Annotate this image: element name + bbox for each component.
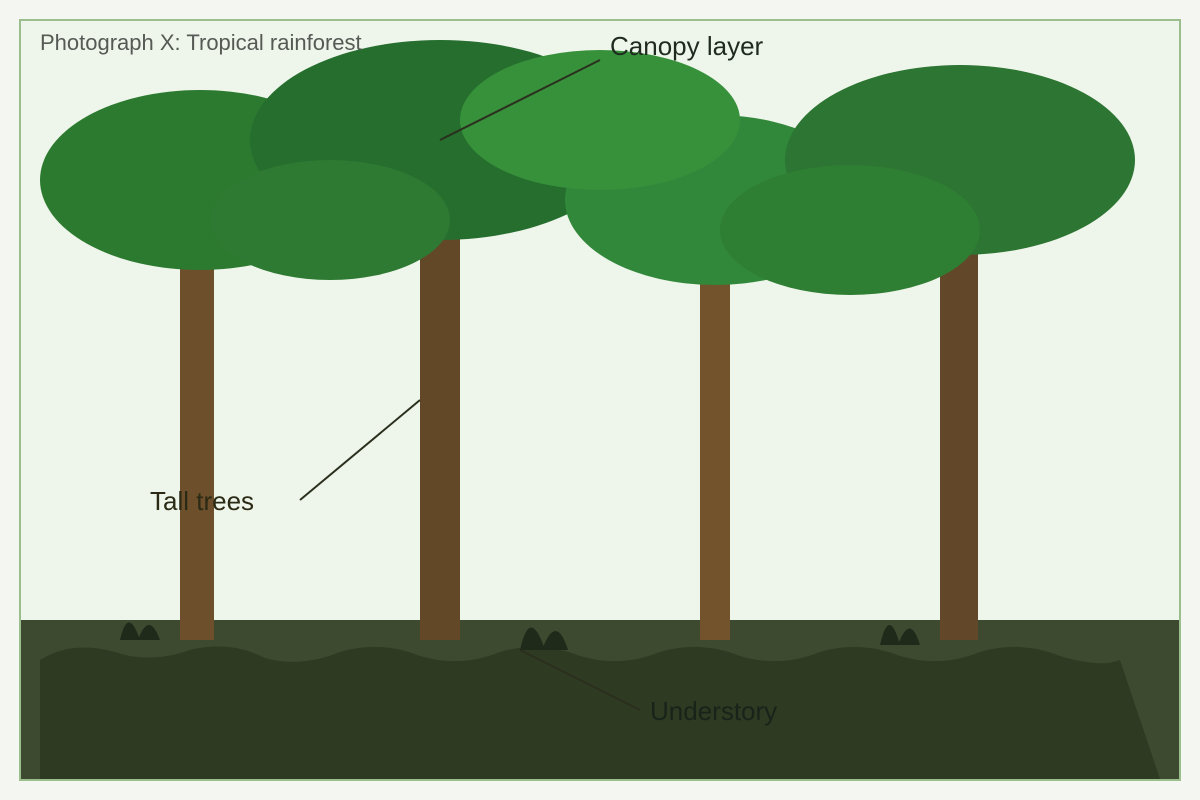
tree-trunk	[180, 230, 214, 640]
tree-canopy	[210, 160, 450, 280]
tree-trunk	[420, 200, 460, 640]
undergrowth	[40, 646, 1160, 779]
tall-trees-leader-line	[299, 399, 421, 501]
shrub	[520, 627, 568, 650]
tree-trunk	[700, 250, 730, 640]
tree-canopy	[720, 165, 980, 295]
shrub	[880, 625, 920, 645]
understory-label: Understory	[650, 696, 777, 726]
understory-leader-line	[519, 649, 641, 711]
canopy-layer-label: Canopy layer	[610, 31, 764, 61]
tree-canopy	[460, 50, 740, 190]
tree-trunk	[940, 220, 978, 640]
tall-trees-label: Tall trees	[150, 486, 254, 516]
canopy-leader-line	[439, 59, 601, 141]
figure-caption: Photograph X: Tropical rainforest	[40, 30, 362, 55]
shrub	[120, 622, 160, 640]
